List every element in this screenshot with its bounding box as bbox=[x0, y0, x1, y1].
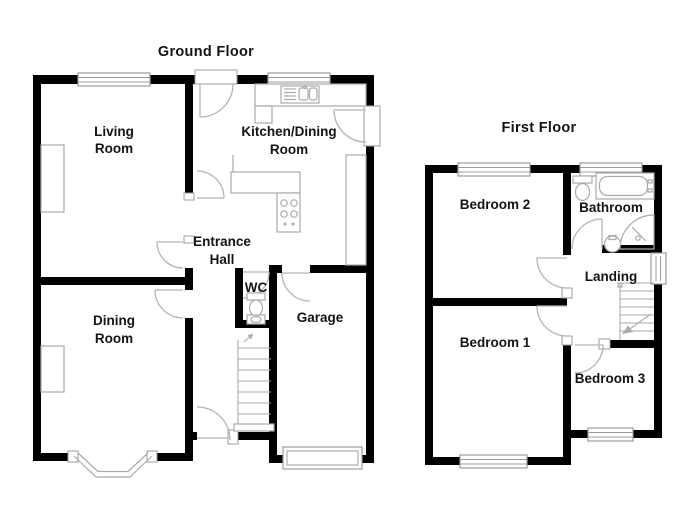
ground-floor-plan: Ground Floor bbox=[33, 44, 381, 478]
chimney-breast-living bbox=[40, 144, 65, 213]
first-floor-walls bbox=[425, 165, 662, 465]
room-label-bedroom-1: Bedroom 1 bbox=[460, 335, 531, 350]
room-label-bedroom-2: Bedroom 2 bbox=[460, 197, 531, 212]
first-floor-title: First Floor bbox=[502, 120, 577, 136]
front-door bbox=[194, 69, 238, 118]
kitchen-sink-icon bbox=[280, 84, 320, 104]
first-floor-plan: First Floor bbox=[425, 120, 667, 469]
bathroom-door bbox=[571, 218, 603, 250]
room-label-bedroom-3: Bedroom 3 bbox=[575, 371, 646, 386]
side-door bbox=[333, 105, 381, 147]
bedroom-2-door bbox=[536, 257, 568, 289]
toilet-icon bbox=[246, 292, 266, 317]
room-label-entrance-hall-line2: Hall bbox=[210, 252, 235, 267]
shower-icon bbox=[619, 214, 655, 250]
living-room-window bbox=[77, 72, 151, 87]
bedroom-1-window bbox=[459, 454, 528, 469]
landing-window bbox=[650, 252, 667, 285]
kitchen-window bbox=[267, 72, 331, 87]
room-label-kitchen-line1: Kitchen/Dining bbox=[241, 124, 336, 139]
room-label-wc: WC bbox=[245, 280, 268, 295]
room-label-entrance-hall-line1: Entrance bbox=[193, 234, 251, 249]
hob-icon bbox=[276, 192, 301, 233]
room-label-dining-room-line1: Dining bbox=[93, 313, 135, 328]
toilet-icon-bathroom bbox=[572, 175, 593, 202]
room-label-living-room-line1: Living bbox=[94, 124, 134, 139]
bedroom-3-window bbox=[587, 427, 634, 442]
hall-door bbox=[196, 170, 225, 199]
bedroom-3-door bbox=[574, 344, 604, 374]
staircase-up-icon bbox=[233, 333, 275, 432]
living-room-door bbox=[156, 241, 184, 269]
staircase-down-icon bbox=[617, 282, 654, 340]
bedroom-1-door bbox=[536, 305, 568, 337]
bath-icon bbox=[595, 172, 655, 200]
kitchen-worktop bbox=[230, 83, 367, 266]
back-door bbox=[196, 406, 231, 441]
bedroom-2-window bbox=[457, 162, 531, 177]
wash-basin-icon bbox=[246, 314, 266, 325]
room-label-landing: Landing bbox=[585, 269, 638, 284]
bay-window bbox=[67, 450, 158, 478]
chimney-breast-dining bbox=[40, 345, 65, 393]
room-label-kitchen-line2: Room bbox=[270, 142, 308, 157]
room-label-living-room-line2: Room bbox=[95, 141, 133, 156]
ground-floor-walls bbox=[33, 75, 374, 463]
room-label-bathroom: Bathroom bbox=[579, 200, 643, 215]
garage-internal-door bbox=[281, 272, 311, 302]
ground-floor-title: Ground Floor bbox=[158, 44, 254, 60]
room-label-dining-room-line2: Room bbox=[95, 331, 133, 346]
wash-basin-icon-bathroom bbox=[603, 234, 622, 253]
garage-door bbox=[282, 446, 363, 470]
dining-room-door bbox=[154, 289, 184, 319]
room-label-garage: Garage bbox=[297, 310, 344, 325]
